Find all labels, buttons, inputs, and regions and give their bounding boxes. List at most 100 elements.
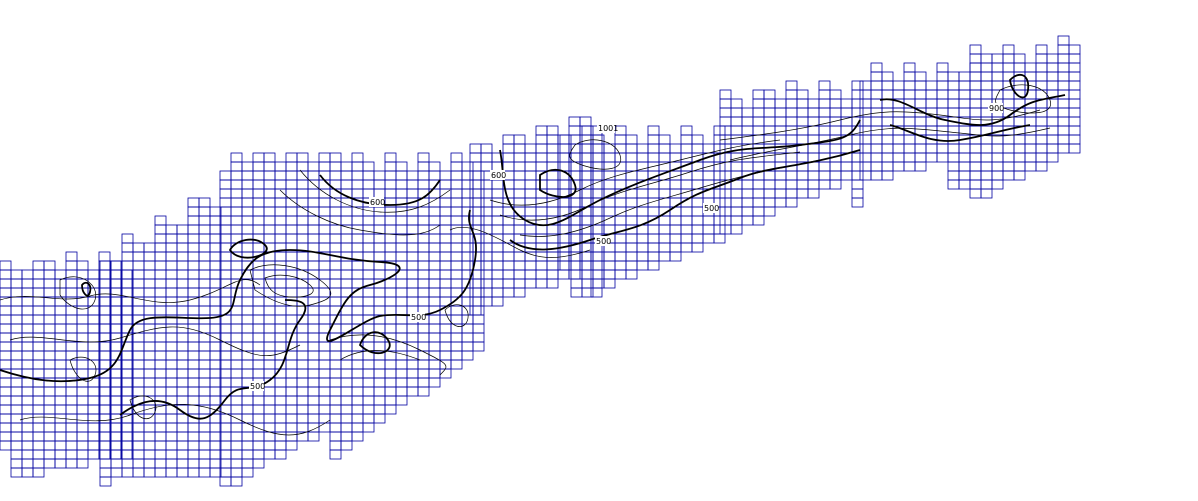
grid-cell xyxy=(10,404,23,415)
grid-cell xyxy=(719,152,732,163)
grid-cell xyxy=(296,188,309,199)
grid-cell xyxy=(546,224,559,235)
grid-cell xyxy=(373,377,386,388)
grid-cell xyxy=(43,359,56,370)
grid-cell xyxy=(546,152,559,163)
grid-cell xyxy=(241,206,254,217)
grid-cell xyxy=(219,197,232,208)
grid-cell xyxy=(417,206,430,217)
grid-cell xyxy=(491,296,504,307)
grid-cell xyxy=(10,350,23,361)
grid-cell xyxy=(0,341,12,352)
grid-cell xyxy=(154,269,167,280)
contour-line xyxy=(444,304,469,327)
grid-cell xyxy=(120,440,133,451)
grid-cell xyxy=(76,314,89,325)
grid-cell xyxy=(143,260,156,271)
grid-cell xyxy=(384,224,397,235)
grid-cell xyxy=(719,206,732,217)
grid-cell xyxy=(285,386,298,397)
grid-cell xyxy=(10,305,23,316)
grid-cell xyxy=(472,170,485,181)
grid-cell xyxy=(1013,152,1026,163)
grid-cell xyxy=(329,233,342,244)
contour-label-text: 600 xyxy=(370,198,385,207)
grid-cell xyxy=(110,314,123,325)
grid-cell xyxy=(903,161,916,172)
grid-cell xyxy=(969,161,982,172)
grid-cell xyxy=(785,89,798,100)
grid-cell xyxy=(395,368,408,379)
grid-cell xyxy=(10,386,23,397)
grid-cell xyxy=(307,413,320,424)
grid-cell xyxy=(428,332,441,343)
grid-cell xyxy=(636,251,649,262)
grid-cell xyxy=(439,278,452,289)
grid-cell xyxy=(110,422,123,433)
grid-cell xyxy=(450,188,463,199)
grid-cell xyxy=(480,242,493,253)
grid-cell xyxy=(958,89,971,100)
grid-cell xyxy=(132,422,145,433)
grid-cell xyxy=(307,215,320,226)
grid-cell xyxy=(958,107,971,118)
grid-cell xyxy=(428,377,441,388)
grid-cell xyxy=(570,278,583,289)
grid-cell xyxy=(187,341,200,352)
grid-cell xyxy=(110,386,123,397)
grid-cell xyxy=(785,170,798,181)
grid-cell xyxy=(658,188,671,199)
grid-cell xyxy=(329,404,342,415)
grid-cell xyxy=(719,170,732,181)
grid-cell xyxy=(252,242,265,253)
grid-cell xyxy=(741,116,754,127)
grid-cell xyxy=(428,215,441,226)
grid-cell xyxy=(362,395,375,406)
grid-cell xyxy=(241,188,254,199)
grid-cell xyxy=(461,260,474,271)
grid-cell xyxy=(1057,62,1070,73)
grid-cell xyxy=(176,278,189,289)
grid-cell xyxy=(241,296,254,307)
grid-cell xyxy=(469,278,482,289)
grid-cell xyxy=(198,206,211,217)
grid-cell xyxy=(252,413,265,424)
grid-cell xyxy=(636,260,649,271)
grid-cell xyxy=(461,188,474,199)
grid-cell xyxy=(524,179,537,190)
grid-cell xyxy=(991,143,1004,154)
grid-cell xyxy=(851,188,864,199)
grid-cell xyxy=(230,467,243,478)
grid-cell xyxy=(274,251,287,262)
grid-cell xyxy=(176,449,189,460)
grid-cell xyxy=(691,224,704,235)
grid-cell xyxy=(110,377,123,388)
grid-cell xyxy=(680,242,693,253)
grid-cell xyxy=(892,161,905,172)
grid-cell xyxy=(469,152,482,163)
grid-cell xyxy=(741,188,754,199)
grid-cell xyxy=(209,386,222,397)
grid-cell xyxy=(252,152,265,163)
grid-cell xyxy=(384,296,397,307)
grid-cell xyxy=(752,179,765,190)
grid-cell xyxy=(373,233,386,244)
grid-cell xyxy=(351,395,364,406)
grid-cell xyxy=(32,359,45,370)
grid-cell xyxy=(969,80,982,91)
grid-cell xyxy=(219,368,232,379)
grid-cell xyxy=(384,395,397,406)
grid-cell xyxy=(807,125,820,136)
grid-cell xyxy=(143,458,156,469)
grid-cell xyxy=(450,278,463,289)
grid-cell xyxy=(406,296,419,307)
grid-cell xyxy=(351,260,364,271)
grid-cell xyxy=(669,233,682,244)
grid-cell xyxy=(187,233,200,244)
grid-cell xyxy=(1002,89,1015,100)
grid-cell xyxy=(807,188,820,199)
grid-cell xyxy=(165,449,178,460)
grid-cell xyxy=(450,314,463,325)
grid-cell xyxy=(21,341,34,352)
grid-cell xyxy=(741,197,754,208)
